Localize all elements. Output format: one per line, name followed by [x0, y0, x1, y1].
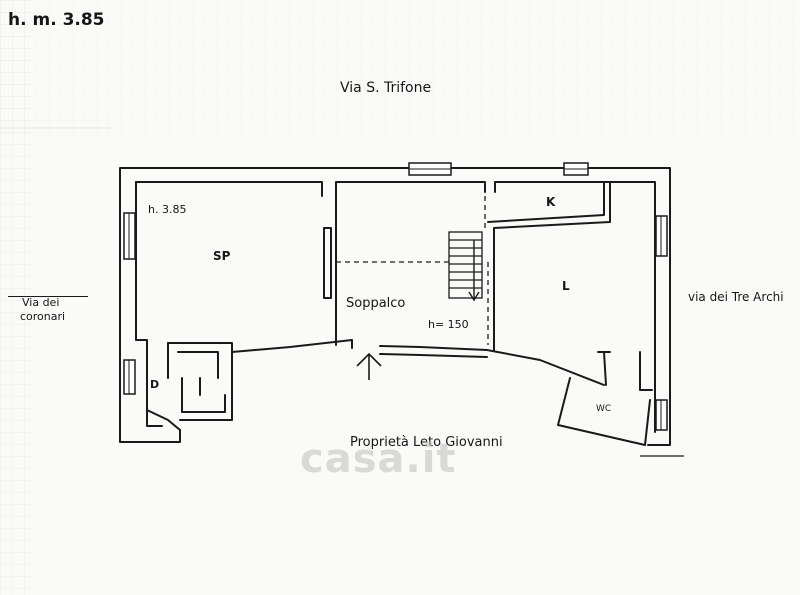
- lower-left-wall: [146, 409, 163, 427]
- south-wall-curve: [167, 339, 605, 386]
- street-north-label: Via S. Trifone: [340, 80, 432, 96]
- staircase: [448, 231, 483, 299]
- room-wc-label: WC: [596, 404, 612, 414]
- entrance-arrow-icon: [356, 352, 382, 380]
- street-west-label-line2: coronari: [20, 310, 66, 323]
- room-sp-label: SP: [213, 249, 231, 263]
- graph-paper-top: [0, 0, 800, 140]
- room-soppalco-height: h= 150: [428, 318, 469, 331]
- room-sp-height: h. 3.85: [148, 203, 187, 216]
- south-wall-curve-outer: [179, 351, 488, 421]
- neighbor-property-label: Proprietà Leto Giovanni: [350, 435, 503, 450]
- watermark-logo: casa.it: [300, 436, 457, 482]
- street-west-label-line1: Via dei: [22, 296, 60, 309]
- stair-arrow-icon: [468, 240, 480, 302]
- room-kitchen-label: K: [546, 195, 556, 209]
- wc-wall: [557, 377, 651, 446]
- wc-inner: [597, 351, 653, 391]
- room-living-label: L: [562, 279, 570, 293]
- street-west-underline: [8, 296, 88, 297]
- room-closet-label: D: [150, 378, 160, 391]
- outer-wall: [119, 167, 671, 446]
- room-soppalco-label: Soppalco: [346, 296, 406, 311]
- pillar: [323, 227, 332, 299]
- inner-wall-west: [135, 181, 181, 431]
- street-east-label: via dei Tre Archi: [688, 290, 784, 304]
- soppalco-outline: [336, 196, 489, 345]
- inner-wall-north: [135, 181, 656, 433]
- closet-wall: [167, 342, 226, 413]
- plan-height-label: h. m. 3.85: [8, 10, 105, 30]
- kitchen-wall: [493, 181, 611, 351]
- kitchen-wall-inner: [487, 181, 605, 223]
